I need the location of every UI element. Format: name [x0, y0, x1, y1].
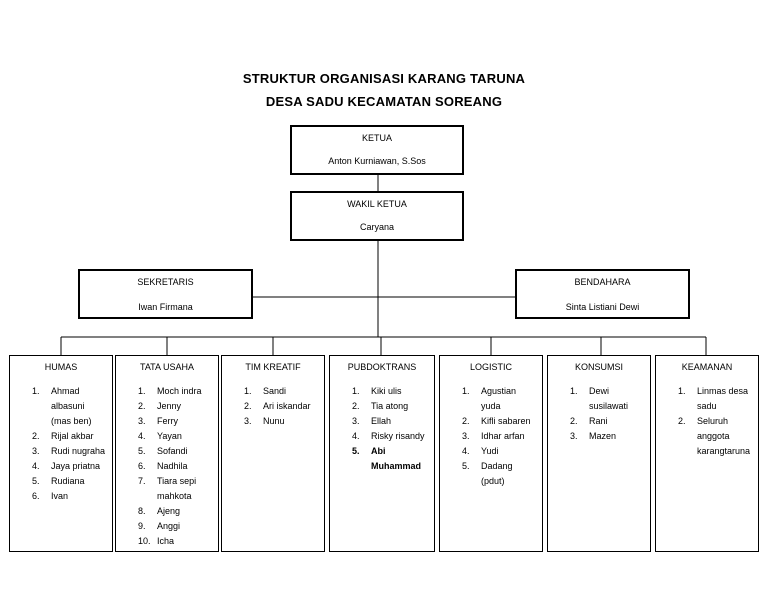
- ketua-box: KETUA Anton Kurniawan, S.Sos: [290, 125, 464, 175]
- member-list: 1.Moch indra 2.Jenny 3.Ferry 4.Yayan 5.S…: [116, 384, 218, 549]
- member-item: 1.Dewi susilawati: [570, 386, 629, 411]
- member-item: 4.Yayan: [138, 431, 182, 441]
- wakil-ketua-name: Caryana: [359, 222, 395, 232]
- wakil-ketua-box: WAKIL KETUA Caryana: [290, 191, 464, 241]
- sekretaris-box: SEKRETARIS Iwan Firmana: [78, 269, 253, 319]
- member-item: 1.Sandi: [244, 386, 287, 396]
- member-list: 1.Ahmad albasuni (mas ben) 2.Rijal akbar…: [10, 384, 112, 504]
- member-item: 4.Risky risandy: [352, 431, 425, 441]
- member-list: 1.Kiki ulis 2.Tia atong 3.Ellah 4.Risky …: [330, 384, 434, 474]
- member-item: 9.Anggi: [138, 521, 181, 531]
- department-box-keamanan: KEAMANAN 1.Linmas desa sadu 2.Seluruh an…: [655, 355, 759, 552]
- department-title: TIM KREATIF: [245, 362, 301, 372]
- member-item: 6.Ivan: [32, 491, 69, 501]
- member-item: 3.Rudi nugraha: [32, 446, 106, 456]
- bendahara-name: Sinta Listiani Dewi: [565, 302, 640, 312]
- bendahara-box: BENDAHARA Sinta Listiani Dewi: [515, 269, 690, 319]
- department-title: PUBDOKTRANS: [347, 362, 417, 372]
- department-box-pubdoktrans: PUBDOKTRANS 1.Kiki ulis 2.Tia atong 3.El…: [329, 355, 435, 552]
- member-item: 7.Tiara sepi mahkota: [138, 476, 197, 501]
- department-box-humas: HUMAS 1.Ahmad albasuni (mas ben) 2.Rijal…: [9, 355, 113, 552]
- department-box-tim-kreatif: TIM KREATIF 1.Sandi 2.Ari iskandar 3.Nun…: [221, 355, 325, 552]
- member-item: 3.Nunu: [244, 416, 285, 426]
- member-list: 1.Sandi 2.Ari iskandar 3.Nunu: [222, 384, 324, 429]
- member-item: 3.Ferry: [138, 416, 178, 426]
- wakil-ketua-label: WAKIL KETUA: [347, 199, 407, 209]
- ketua-label: KETUA: [361, 133, 392, 143]
- sekretaris-label: SEKRETARIS: [137, 277, 194, 287]
- member-item: 2.Seluruh anggota karangtaruna: [678, 416, 751, 456]
- member-item: 3.Ellah: [352, 416, 392, 426]
- member-item: 6.Nadhila: [138, 461, 188, 471]
- department-title: HUMAS: [44, 362, 78, 372]
- sekretaris-name: Iwan Firmana: [138, 302, 193, 312]
- chart-title-line-2: DESA SADU KECAMATAN SOREANG: [265, 94, 503, 109]
- member-item: 2.Rijal akbar: [32, 431, 94, 441]
- department-box-tata-usaha: TATA USAHA 1.Moch indra 2.Jenny 3.Ferry …: [115, 355, 219, 552]
- member-item: 2.Jenny: [138, 401, 182, 411]
- member-item: 4.Yudi: [462, 446, 499, 456]
- member-item: 1.Agustian yuda: [462, 386, 517, 411]
- ketua-name: Anton Kurniawan, S.Sos: [328, 156, 426, 166]
- department-title: LOGISTIC: [469, 362, 512, 372]
- member-item: 5.Dadang (pdut): [462, 461, 513, 486]
- member-list: 1.Agustian yuda 2.Kifli sabaren 3.Idhar …: [440, 384, 542, 489]
- member-item: 2.Kifli sabaren: [462, 416, 531, 426]
- department-box-konsumsi: KONSUMSI 1.Dewi susilawati 2.Rani 3.Maze…: [547, 355, 651, 552]
- member-item: 1.Kiki ulis: [352, 386, 402, 396]
- member-item: 5.Abi Muhammad: [352, 446, 422, 471]
- member-item: 1.Ahmad albasuni (mas ben): [32, 386, 92, 426]
- department-title: KEAMANAN: [681, 362, 733, 372]
- bendahara-label: BENDAHARA: [574, 277, 631, 287]
- member-item: 4.Jaya priatna: [32, 461, 101, 471]
- member-item: 8.Ajeng: [138, 506, 181, 516]
- chart-title-line-1: STRUKTUR ORGANISASI KARANG TARUNA: [242, 71, 526, 86]
- member-item: 5.Rudiana: [32, 476, 85, 486]
- member-item: 2.Rani: [570, 416, 608, 426]
- member-item: 1.Linmas desa sadu: [678, 386, 749, 411]
- member-item: 5.Sofandi: [138, 446, 188, 456]
- department-title: TATA USAHA: [139, 362, 194, 372]
- member-item: 3.Mazen: [570, 431, 617, 441]
- member-item: 2.Ari iskandar: [244, 401, 311, 411]
- member-list: 1.Linmas desa sadu 2.Seluruh anggota kar…: [656, 384, 758, 459]
- department-title: KONSUMSI: [574, 362, 623, 372]
- member-item: 2.Tia atong: [352, 401, 409, 411]
- member-item: 3.Idhar arfan: [462, 431, 525, 441]
- member-list: 1.Dewi susilawati 2.Rani 3.Mazen: [548, 384, 650, 444]
- member-item: 1.Moch indra: [138, 386, 202, 396]
- department-box-logistic: LOGISTIC 1.Agustian yuda 2.Kifli sabaren…: [439, 355, 543, 552]
- member-item: 10.Icha: [138, 536, 175, 546]
